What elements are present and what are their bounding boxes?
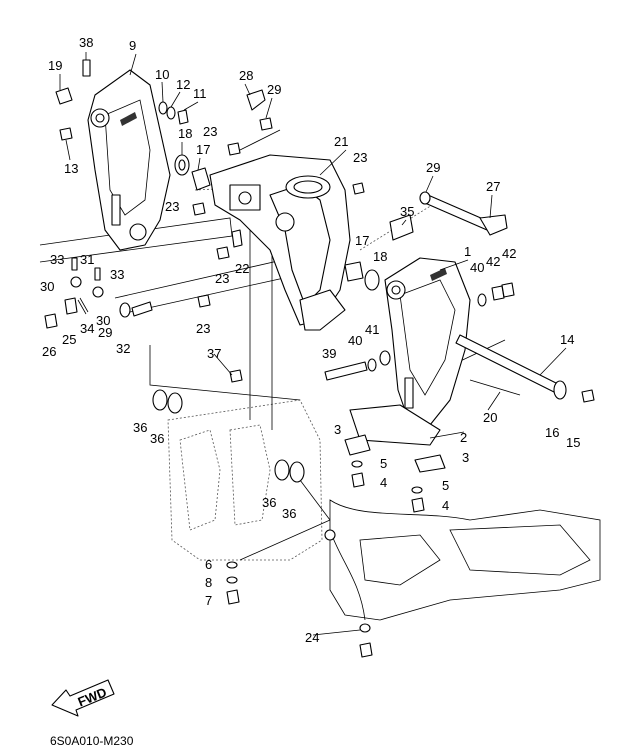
callout: 22 bbox=[235, 261, 249, 276]
callout: 24 bbox=[305, 630, 319, 645]
callout: 12 bbox=[176, 77, 190, 92]
callout: 7 bbox=[205, 593, 212, 608]
callout: 29 bbox=[98, 325, 112, 340]
callout: 9 bbox=[129, 38, 136, 53]
callout: 23 bbox=[353, 150, 367, 165]
callout: 42 bbox=[486, 254, 500, 269]
callout: 10 bbox=[155, 67, 169, 82]
callout: 38 bbox=[79, 35, 93, 50]
callout: 19 bbox=[48, 58, 62, 73]
callout: 36 bbox=[150, 431, 164, 446]
callout: 18 bbox=[178, 126, 192, 141]
callout: 23 bbox=[215, 271, 229, 286]
callout: 21 bbox=[334, 134, 348, 149]
callout: 40 bbox=[348, 333, 362, 348]
callout: 33 bbox=[110, 267, 124, 282]
swivel-bracket bbox=[209, 154, 351, 331]
callout: 16 bbox=[545, 425, 559, 440]
callout: 36 bbox=[133, 420, 147, 435]
callout: 20 bbox=[483, 410, 497, 425]
callout: 5 bbox=[380, 456, 387, 471]
callout: 41 bbox=[365, 322, 379, 337]
callout: 18 bbox=[373, 249, 387, 264]
callout: 23 bbox=[203, 124, 217, 139]
callout: 6 bbox=[205, 557, 212, 572]
callout: 27 bbox=[486, 179, 500, 194]
callout: 40 bbox=[470, 260, 484, 275]
callout: 23 bbox=[196, 321, 210, 336]
callout: 34 bbox=[80, 321, 94, 336]
callout: 3 bbox=[334, 422, 341, 437]
callout: 4 bbox=[442, 498, 449, 513]
callout: 36 bbox=[282, 506, 296, 521]
callout: 3 bbox=[462, 450, 469, 465]
callout: 17 bbox=[196, 142, 210, 157]
callout: 14 bbox=[560, 332, 574, 347]
callout: 11 bbox=[193, 86, 207, 101]
fwd-label: FWD bbox=[76, 684, 109, 709]
callout: 13 bbox=[64, 161, 78, 176]
callout: 25 bbox=[62, 332, 76, 347]
lower-unit-ghost bbox=[329, 499, 601, 621]
callout: 30 bbox=[40, 279, 54, 294]
callout: 42 bbox=[502, 246, 516, 261]
callout: 29 bbox=[267, 82, 281, 97]
callout: 2 bbox=[460, 430, 467, 445]
callout-labels: 1 2 3 3 4 4 5 5 6 7 8 9 10 11 12 13 14 1… bbox=[40, 35, 580, 645]
callout: 29 bbox=[426, 160, 440, 175]
drawing-code: 6S0A010-M230 bbox=[50, 734, 134, 748]
callout: 4 bbox=[380, 475, 387, 490]
callout: 1 bbox=[464, 244, 471, 259]
callout: 5 bbox=[442, 478, 449, 493]
callout: 26 bbox=[42, 344, 56, 359]
callout: 23 bbox=[165, 199, 179, 214]
fwd-arrow: FWD bbox=[51, 679, 115, 717]
callout: 35 bbox=[400, 204, 414, 219]
callout: 30 bbox=[96, 313, 110, 328]
callout: 36 bbox=[262, 495, 276, 510]
callout: 33 bbox=[50, 252, 64, 267]
callout: 17 bbox=[355, 233, 369, 248]
callout: 28 bbox=[239, 68, 253, 83]
callout: 37 bbox=[207, 346, 221, 361]
callout: 39 bbox=[322, 346, 336, 361]
callout: 15 bbox=[566, 435, 580, 450]
callout: 31 bbox=[80, 252, 94, 267]
callout: 32 bbox=[116, 341, 130, 356]
callout: 8 bbox=[205, 575, 212, 590]
callout-leaders bbox=[59, 52, 567, 636]
left-clamp-bracket bbox=[87, 69, 171, 251]
right-clamp-bracket bbox=[384, 257, 471, 426]
